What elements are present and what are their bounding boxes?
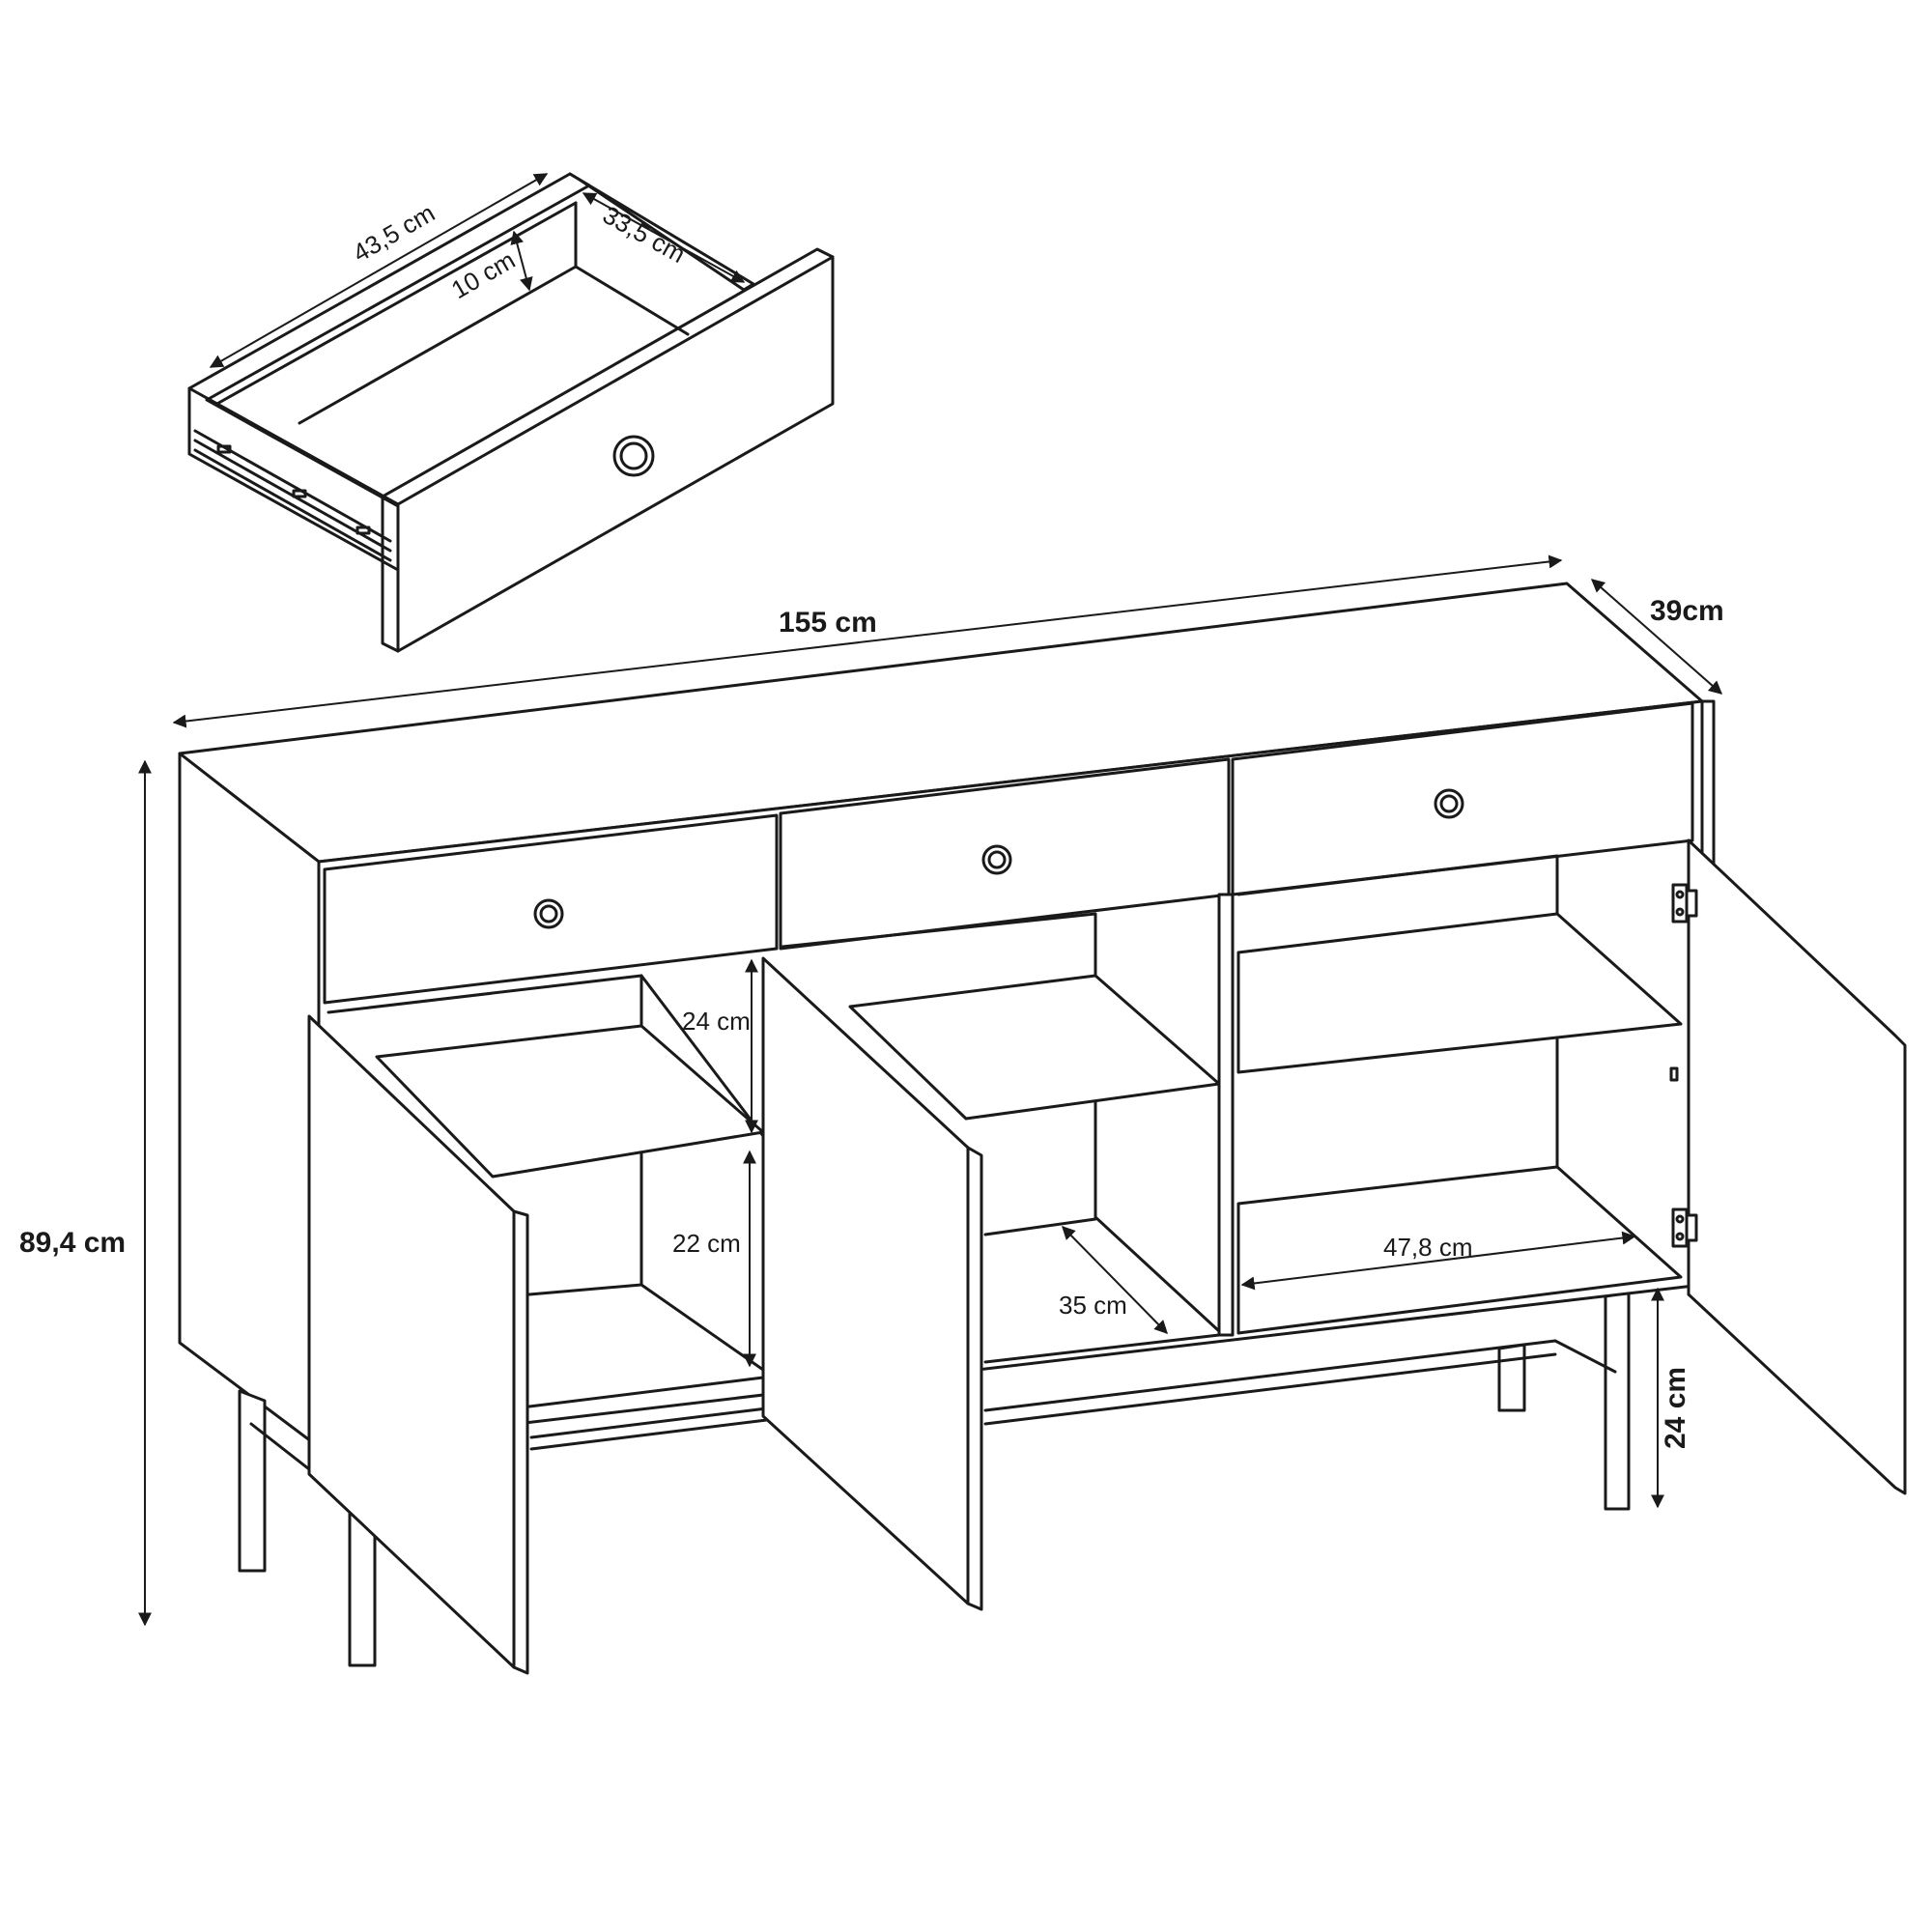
lower-shelf-label: 22 cm [672,1229,741,1258]
leg-height-label: 24 cm [1660,1367,1691,1449]
drawer-knob-right-icon [1434,788,1464,819]
drawer-width-dim [582,192,746,283]
hinge-bottom-icon [1671,1208,1698,1248]
drawer-length-dim [209,173,549,368]
hinge-top-icon [1671,883,1698,923]
dimensions: 155 cm 39cm 89,4 cm 24 cm 22 cm 35 cm 47… [19,554,1724,1627]
drawer-knob-center-icon [981,844,1012,875]
compartment-width-dim [1240,1231,1636,1291]
drawer-length-label: 43,5 cm [348,198,440,268]
drawer-width-label: 33,5 cm [598,200,690,269]
compartment-width-label: 47,8 cm [1383,1233,1473,1262]
width-label: 155 cm [779,607,877,639]
depth-dim [1590,579,1723,695]
sideboard [178,582,1907,1675]
drawer-knob-icon [612,435,655,477]
right-door[interactable] [1687,838,1907,1495]
width-dim [172,554,1563,728]
drawer-detail: 43,5 cm 33,5 cm 10 cm [187,172,835,653]
upper-shelf-label: 24 cm [682,1007,751,1036]
shelf-depth-label: 35 cm [1059,1291,1127,1320]
drawer-height-dim [510,230,533,292]
depth-label: 39cm [1650,595,1724,627]
height-label: 89,4 cm [19,1227,126,1259]
drawer-knob-left-icon [533,898,564,929]
shelf-depth-dim [1062,1226,1168,1334]
